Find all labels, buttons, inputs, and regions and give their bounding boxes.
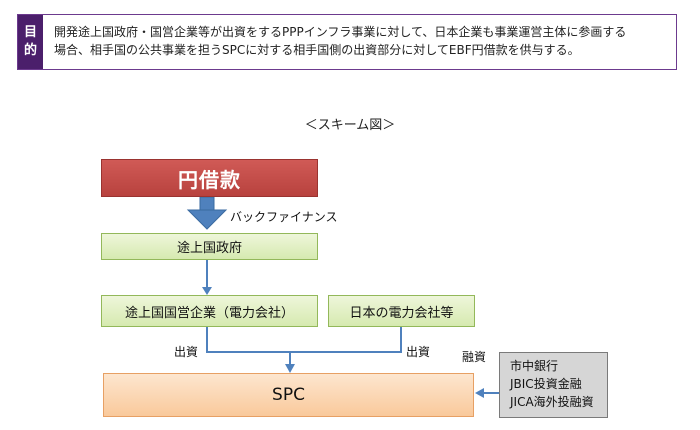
investment-label-left: 出資 xyxy=(174,345,199,359)
lender-commercial-bank: 市中銀行 xyxy=(510,359,559,373)
lender-jica: JICA海外投融資 xyxy=(510,395,594,409)
lenders-box: 市中銀行 JBIC投資金融 JICA海外投融資 xyxy=(499,352,608,418)
back-finance-arrow xyxy=(186,196,228,230)
scheme-title: ＜スキーム図＞ xyxy=(304,118,396,133)
purpose-text: 開発途上国政府・国営企業等が出資をするPPPインフラ事業に対して、日本企業も事業… xyxy=(54,25,627,57)
investment-connector xyxy=(206,327,402,373)
purpose-tag: 目 的 xyxy=(18,15,43,69)
state-owned-enterprise-box: 途上国国営企業（電力会社） xyxy=(101,295,318,327)
yen-loan-box: 円借款 xyxy=(101,159,318,197)
financing-arrow xyxy=(475,388,499,398)
japanese-power-company-box: 日本の電力会社等 xyxy=(328,295,475,327)
spc-box: SPC xyxy=(103,373,474,417)
purpose-tag-line2: 的 xyxy=(23,43,37,58)
purpose-tag-line1: 目 xyxy=(23,25,37,40)
purpose-box: 目 的 開発途上国政府・国営企業等が出資をするPPPインフラ事業に対して、日本企… xyxy=(17,14,677,70)
investment-label-right: 出資 xyxy=(406,345,431,359)
developing-government-box: 途上国政府 xyxy=(101,233,318,260)
financing-label: 融資 xyxy=(462,350,487,364)
back-finance-label: バックファイナンス xyxy=(230,210,338,224)
gov-to-soe-arrow xyxy=(202,260,212,295)
lender-jbic: JBIC投資金融 xyxy=(510,377,582,391)
